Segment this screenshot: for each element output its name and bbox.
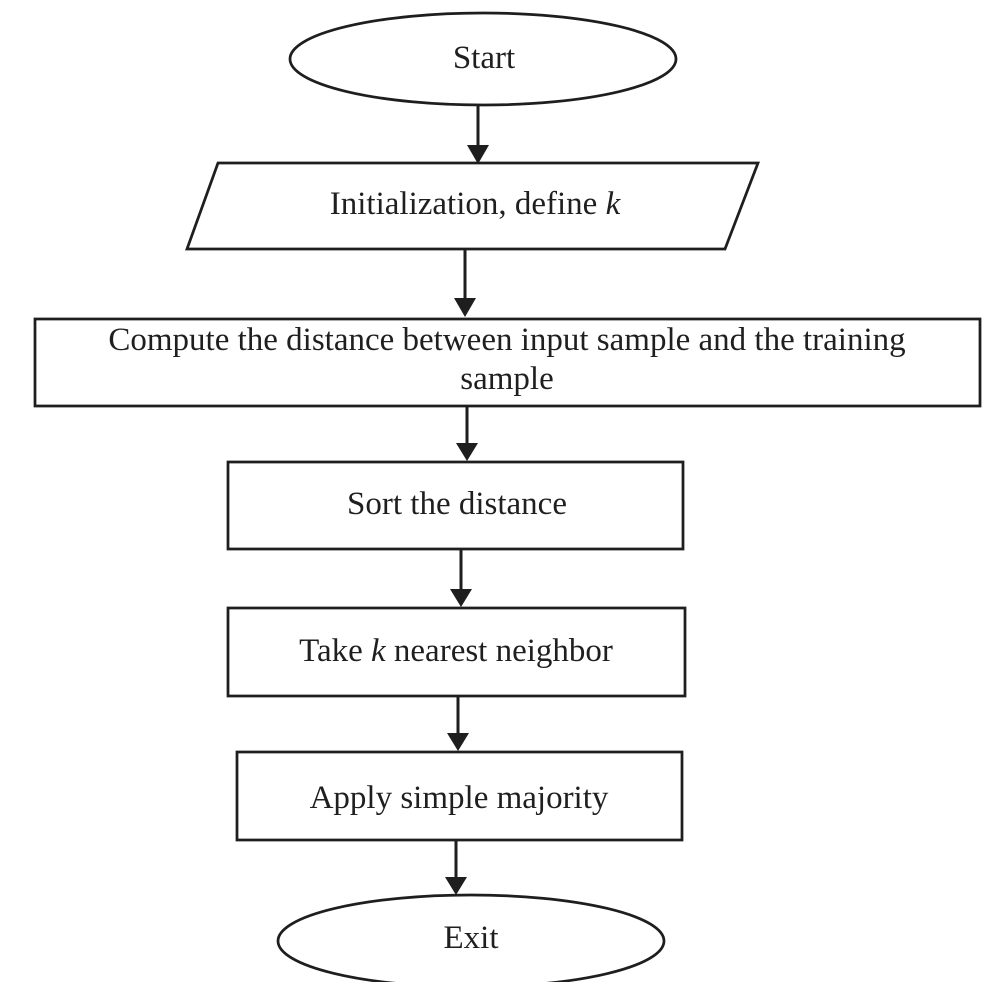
edge-apply-exit [445, 840, 467, 895]
node-apply-majority: Apply simple majority [235, 750, 684, 842]
edge-arrowhead [467, 145, 489, 164]
edge-compute-sort [456, 406, 478, 461]
edge-arrowhead [447, 733, 469, 751]
initialization-label: Initialization, define k [330, 186, 622, 222]
node-sort-distance: Sort the distance [226, 460, 685, 551]
node-initialization: Initialization, define k [185, 161, 761, 251]
take-k-nearest-label: Take k nearest neighbor [299, 633, 613, 669]
apply-majority-label: Apply simple majority [310, 780, 609, 816]
node-start: Start [288, 11, 678, 107]
apply-majority-rectangle-shape [235, 750, 684, 842]
node-take-k-nearest: Take k nearest neighbor [226, 606, 687, 698]
edge-arrowhead [454, 298, 476, 317]
edge-arrowhead [450, 589, 472, 607]
edge-sort-take [450, 549, 472, 607]
edge-arrowhead [456, 443, 478, 461]
node-compute-distance: Compute the distance between input sampl… [33, 317, 982, 408]
exit-label: Exit [444, 920, 499, 956]
node-exit: Exit [276, 893, 666, 982]
take-k-label-part: nearest neighbor [386, 633, 613, 669]
sort-distance-rectangle-shape [226, 460, 685, 551]
initialization-label-part: Initialization, define [330, 186, 606, 222]
take-k-nearest-rectangle-shape [226, 606, 687, 698]
compute-distance-rectangle-shape [33, 317, 982, 408]
initialization-parallelogram-shape [185, 161, 761, 251]
sort-distance-label: Sort the distance [347, 486, 567, 522]
start-label: Start [453, 40, 515, 76]
take-k-label-part: Take [299, 633, 371, 669]
edge-arrowhead [445, 877, 467, 895]
edge-start-initialization [467, 106, 489, 164]
start-terminator-shape [288, 11, 678, 107]
compute-distance-label-line2: sample [460, 361, 553, 397]
initialization-label-k: k [606, 186, 622, 222]
edge-initialization-compute [454, 249, 476, 317]
take-k-label-k: k [371, 633, 387, 669]
exit-terminator-shape [276, 893, 666, 982]
edge-take-apply [447, 696, 469, 751]
compute-distance-label-line1: Compute the distance between input sampl… [108, 322, 905, 358]
